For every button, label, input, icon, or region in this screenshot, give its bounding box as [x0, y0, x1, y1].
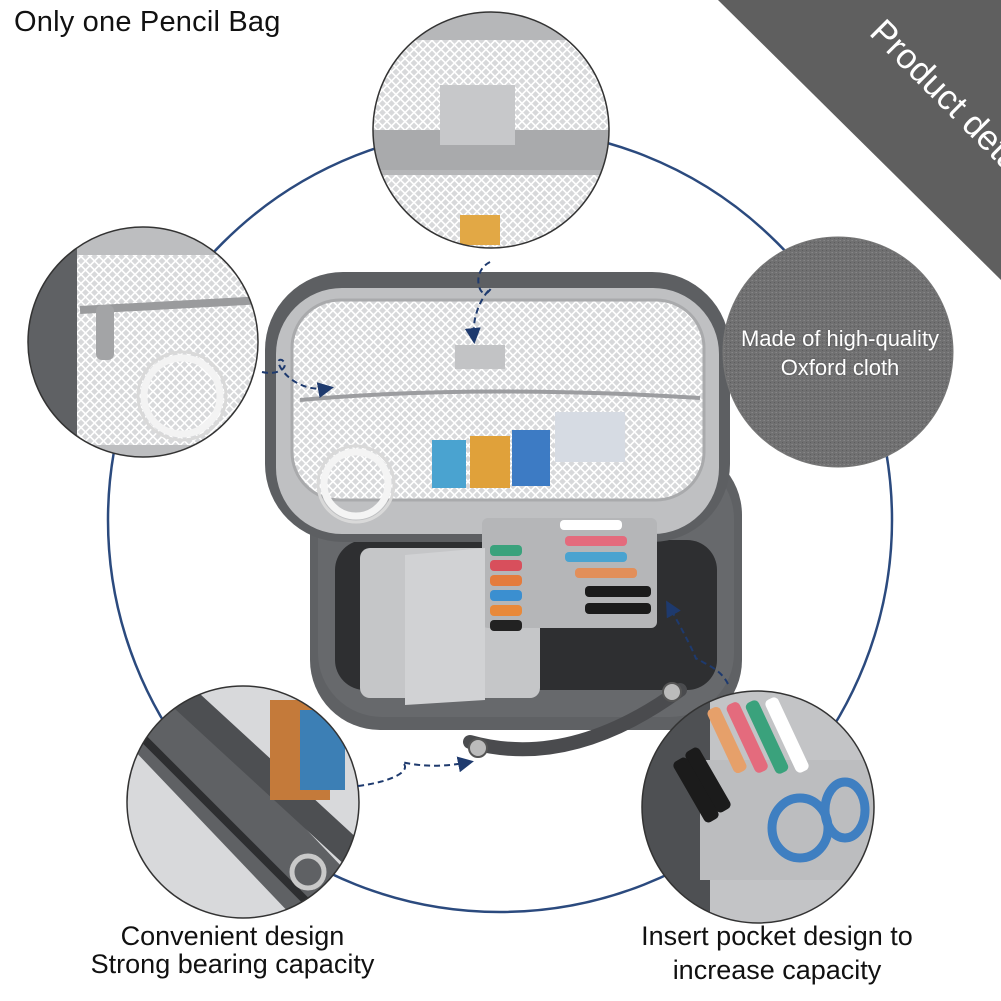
pencil-bag [265, 272, 742, 758]
zoom-bottom-right-insert [641, 690, 875, 924]
fabric-callout: Made of high-quality Oxford cloth [728, 324, 952, 382]
bottom-right-caption: Insert pocket design to increase capacit… [612, 919, 942, 987]
bottom-right-caption-line1: Insert pocket design to [641, 921, 913, 951]
corner-banner [718, 0, 1001, 280]
fabric-callout-line1: Made of high-quality [740, 326, 940, 351]
fabric-callout-line2: Oxford cloth [780, 355, 900, 380]
page-title: Only one Pencil Bag [14, 6, 281, 38]
bottom-left-caption: Convenient design Strong bearing capacit… [60, 922, 405, 978]
zoom-top-mesh [372, 11, 610, 249]
bottom-right-caption-line2: increase capacity [672, 955, 882, 985]
bottom-left-caption-line1: Convenient design [120, 921, 345, 951]
zoom-right-fabric [722, 236, 954, 468]
zoom-bottom-left-zipper [126, 685, 360, 919]
dashed-arrow-icon [261, 261, 729, 787]
zoom-left-zip-pocket [27, 226, 259, 458]
bottom-left-caption-line2: Strong bearing capacity [90, 949, 375, 979]
